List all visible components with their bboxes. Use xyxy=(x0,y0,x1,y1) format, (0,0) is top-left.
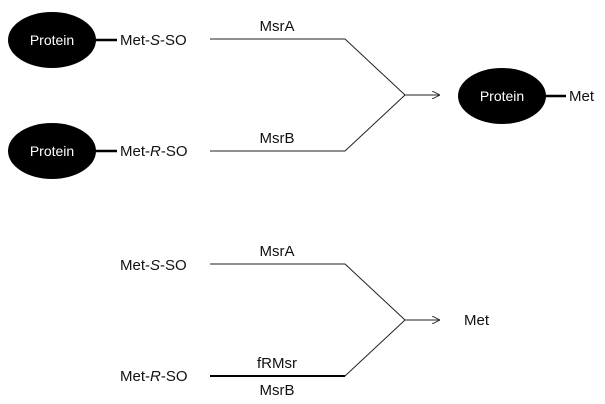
protein-s-label: Protein xyxy=(30,32,74,48)
top-scheme: Protein Met-S-SO Protein Met-R-SO MsrA M… xyxy=(8,12,595,179)
bottom-enzyme-frmsr-label: fRMsr xyxy=(257,355,297,372)
bottom-enzyme-msrb-label: MsrB xyxy=(260,382,295,399)
top-msrb-path xyxy=(210,94,406,152)
protein-r-node: Protein xyxy=(8,123,96,179)
protein-r-blob xyxy=(8,123,96,179)
bottom-substrate-r-label: Met-R-SO xyxy=(120,368,188,385)
protein-s-blob xyxy=(8,12,96,68)
top-substrate-r-label: Met-R-SO xyxy=(120,143,188,160)
top-enzyme-msra-label: MsrA xyxy=(260,18,295,35)
protein-s-node: Protein xyxy=(8,12,96,68)
top-substrate-s-label: Met-S-SO xyxy=(120,32,187,49)
bottom-substrate-s-label: Met-S-SO xyxy=(120,257,187,274)
top-enzyme-msrb-label: MsrB xyxy=(260,130,295,147)
product-protein-blob xyxy=(458,68,546,124)
bottom-scheme: Met-S-SO Met-R-SO MsrA fRMsr MsrB Met xyxy=(120,243,490,399)
bottom-msra-path xyxy=(210,263,406,321)
protein-r-label: Protein xyxy=(30,143,74,159)
bottom-lower-branch xyxy=(344,319,406,377)
top-msra-path xyxy=(210,38,406,96)
top-product-met-label: Met xyxy=(569,88,595,105)
bottom-product-met-label: Met xyxy=(464,312,490,329)
bottom-enzyme-msra-label: MsrA xyxy=(260,243,295,260)
product-protein-node: Protein xyxy=(458,68,546,124)
product-protein-label: Protein xyxy=(480,88,524,104)
